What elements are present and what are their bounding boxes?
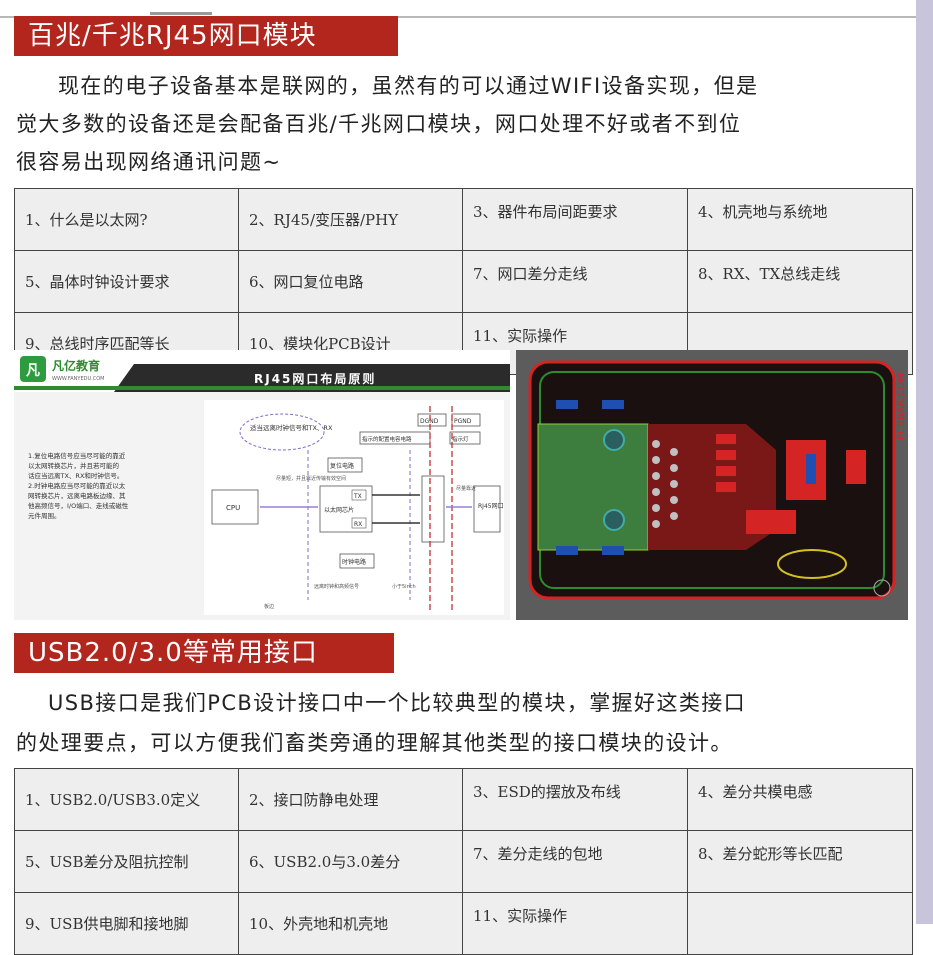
rj45-layout-diagram: 凡 凡亿教育 WWW.FANYEDU.COM RJ45网口布局原则 1.复位电路… xyxy=(14,350,510,620)
table-cell: 1、什么是以太网? xyxy=(14,188,239,251)
rj45-topics-table: 1、什么是以太网? 2、RJ45/变压器/PHY 3、器件布局间距要求 4、机壳… xyxy=(14,188,913,375)
table-cell: 3、ESD的摆放及布线 xyxy=(462,768,688,831)
logo-sub: WWW.FANYEDU.COM xyxy=(52,376,104,382)
label-near: 尽量靠近 xyxy=(456,485,476,492)
table-cell: 8、差分蛇形等长匹配 xyxy=(687,830,913,893)
cpu-label: CPU xyxy=(226,504,240,512)
table-cell: 4、机壳地与系统地 xyxy=(687,188,913,251)
table-cell: 5、晶体时钟设计要求 xyxy=(14,250,239,313)
table-cell: 3、器件布局间距要求 xyxy=(462,188,688,251)
note-line: 元件周围。 xyxy=(28,511,61,520)
rj45-paragraph-line2: 觉大多数的设备还是会配备百兆/千兆网口模块，网口处理不好或者不到位 xyxy=(16,112,742,136)
pcb-layout-image: PCBBAR.COM xyxy=(516,350,908,620)
rx-label: RX xyxy=(354,521,362,528)
table-row: 5、晶体时钟设计要求 6、网口复位电路 7、网口差分走线 8、RX、TX总线走线 xyxy=(14,250,913,313)
table-row: 5、USB差分及阻抗控制 6、USB2.0与3.0差分 7、差分走线的包地 8、… xyxy=(14,830,913,893)
table-cell: 7、差分走线的包地 xyxy=(462,830,688,893)
label-5inch: 小于5inch xyxy=(392,583,416,590)
rj45-label: RJ45网口 xyxy=(478,503,504,510)
logo-icon xyxy=(20,356,46,382)
table-cell: 4、差分共模电感 xyxy=(687,768,913,831)
table-cell: 8、RX、TX总线走线 xyxy=(687,250,913,313)
diagram-header-title: RJ45网口布局原则 xyxy=(254,371,376,386)
table-cell: 6、网口复位电路 xyxy=(238,250,463,313)
table-row: 1、什么是以太网? 2、RJ45/变压器/PHY 3、器件布局间距要求 4、机壳… xyxy=(14,188,913,251)
cloud-label: 适当远离时钟信号和TX、RX xyxy=(250,423,333,432)
usb-paragraph-line1: USB接口是我们PCB设计接口中一个比较典型的模块，掌握好这类接口 xyxy=(48,691,747,715)
indicator-label: 指示灯 xyxy=(452,435,469,443)
label-away: 远离时钟和高频信号 xyxy=(314,583,359,590)
note-line: 话应当远离TX、RX和时钟信号。 xyxy=(28,471,123,480)
usb-topics-table: 1、USB2.0/USB3.0定义 2、接口防静电处理 3、ESD的摆放及布线 … xyxy=(14,768,913,955)
logo-text: 凡亿教育 xyxy=(52,358,100,373)
clock-label: 时钟电路 xyxy=(342,558,366,566)
usb-paragraph-line2: 的处理要点，可以方便我们畜类旁通的理解其他类型的接口模块的设计。 xyxy=(16,731,733,755)
table-cell: 2、RJ45/变压器/PHY xyxy=(238,188,463,251)
rj45-paragraph-line3: 很容易出现网络通讯问题~ xyxy=(16,150,282,174)
label-short: 尽量短，并且靠近传输有效空间 xyxy=(276,475,346,482)
note-line: 2.时钟电路应当尽可能的靠近以太 xyxy=(28,481,126,490)
top-tab-marker xyxy=(150,12,212,15)
page-right-edge xyxy=(916,0,933,924)
pcb-watermark: PCBBAR.COM xyxy=(896,373,907,440)
dgnd-label: DGND xyxy=(420,418,439,425)
section-title-rj45: 百兆/千兆RJ45网口模块 xyxy=(14,16,398,56)
note-line: 他高频信号，I/O端口、走线或磁性 xyxy=(28,501,129,510)
top-divider xyxy=(0,16,916,18)
tx-label: TX xyxy=(353,493,362,500)
table-cell: 5、USB差分及阻抗控制 xyxy=(14,830,239,893)
svg-text:凡: 凡 xyxy=(26,363,40,379)
note-line: 1.复位电路信号应当尽可能的靠近 xyxy=(28,451,126,460)
table-row: 1、USB2.0/USB3.0定义 2、接口防静电处理 3、ESD的摆放及布线 … xyxy=(14,768,913,831)
table-cell: 7、网口差分走线 xyxy=(462,250,688,313)
note-line: 网转换芯片，远离电路板边缘、其 xyxy=(28,491,126,500)
table-cell: 2、接口防静电处理 xyxy=(238,768,463,831)
power-cap-label: 指示的配置电容电路 xyxy=(362,435,412,443)
table-cell: 6、USB2.0与3.0差分 xyxy=(238,830,463,893)
label-edge: 板边 xyxy=(264,603,274,610)
note-line: 以太网转换芯片，并且若可能的 xyxy=(28,461,120,470)
section-title-usb: USB2.0/3.0等常用接口 xyxy=(14,633,394,673)
pgnd-label: PGND xyxy=(454,418,472,425)
diagram-notes: 1.复位电路信号应当尽可能的靠近 以太网转换芯片，并且若可能的 话应当远离TX、… xyxy=(28,451,129,520)
phy-label: 以太网芯片 xyxy=(324,506,354,514)
reset-label: 复位电路 xyxy=(330,462,354,470)
rj45-paragraph-line1: 现在的电子设备基本是联网的，虽然有的可以通过WIFI设备实现，但是 xyxy=(58,74,759,98)
table-cell: 1、USB2.0/USB3.0定义 xyxy=(14,768,239,831)
